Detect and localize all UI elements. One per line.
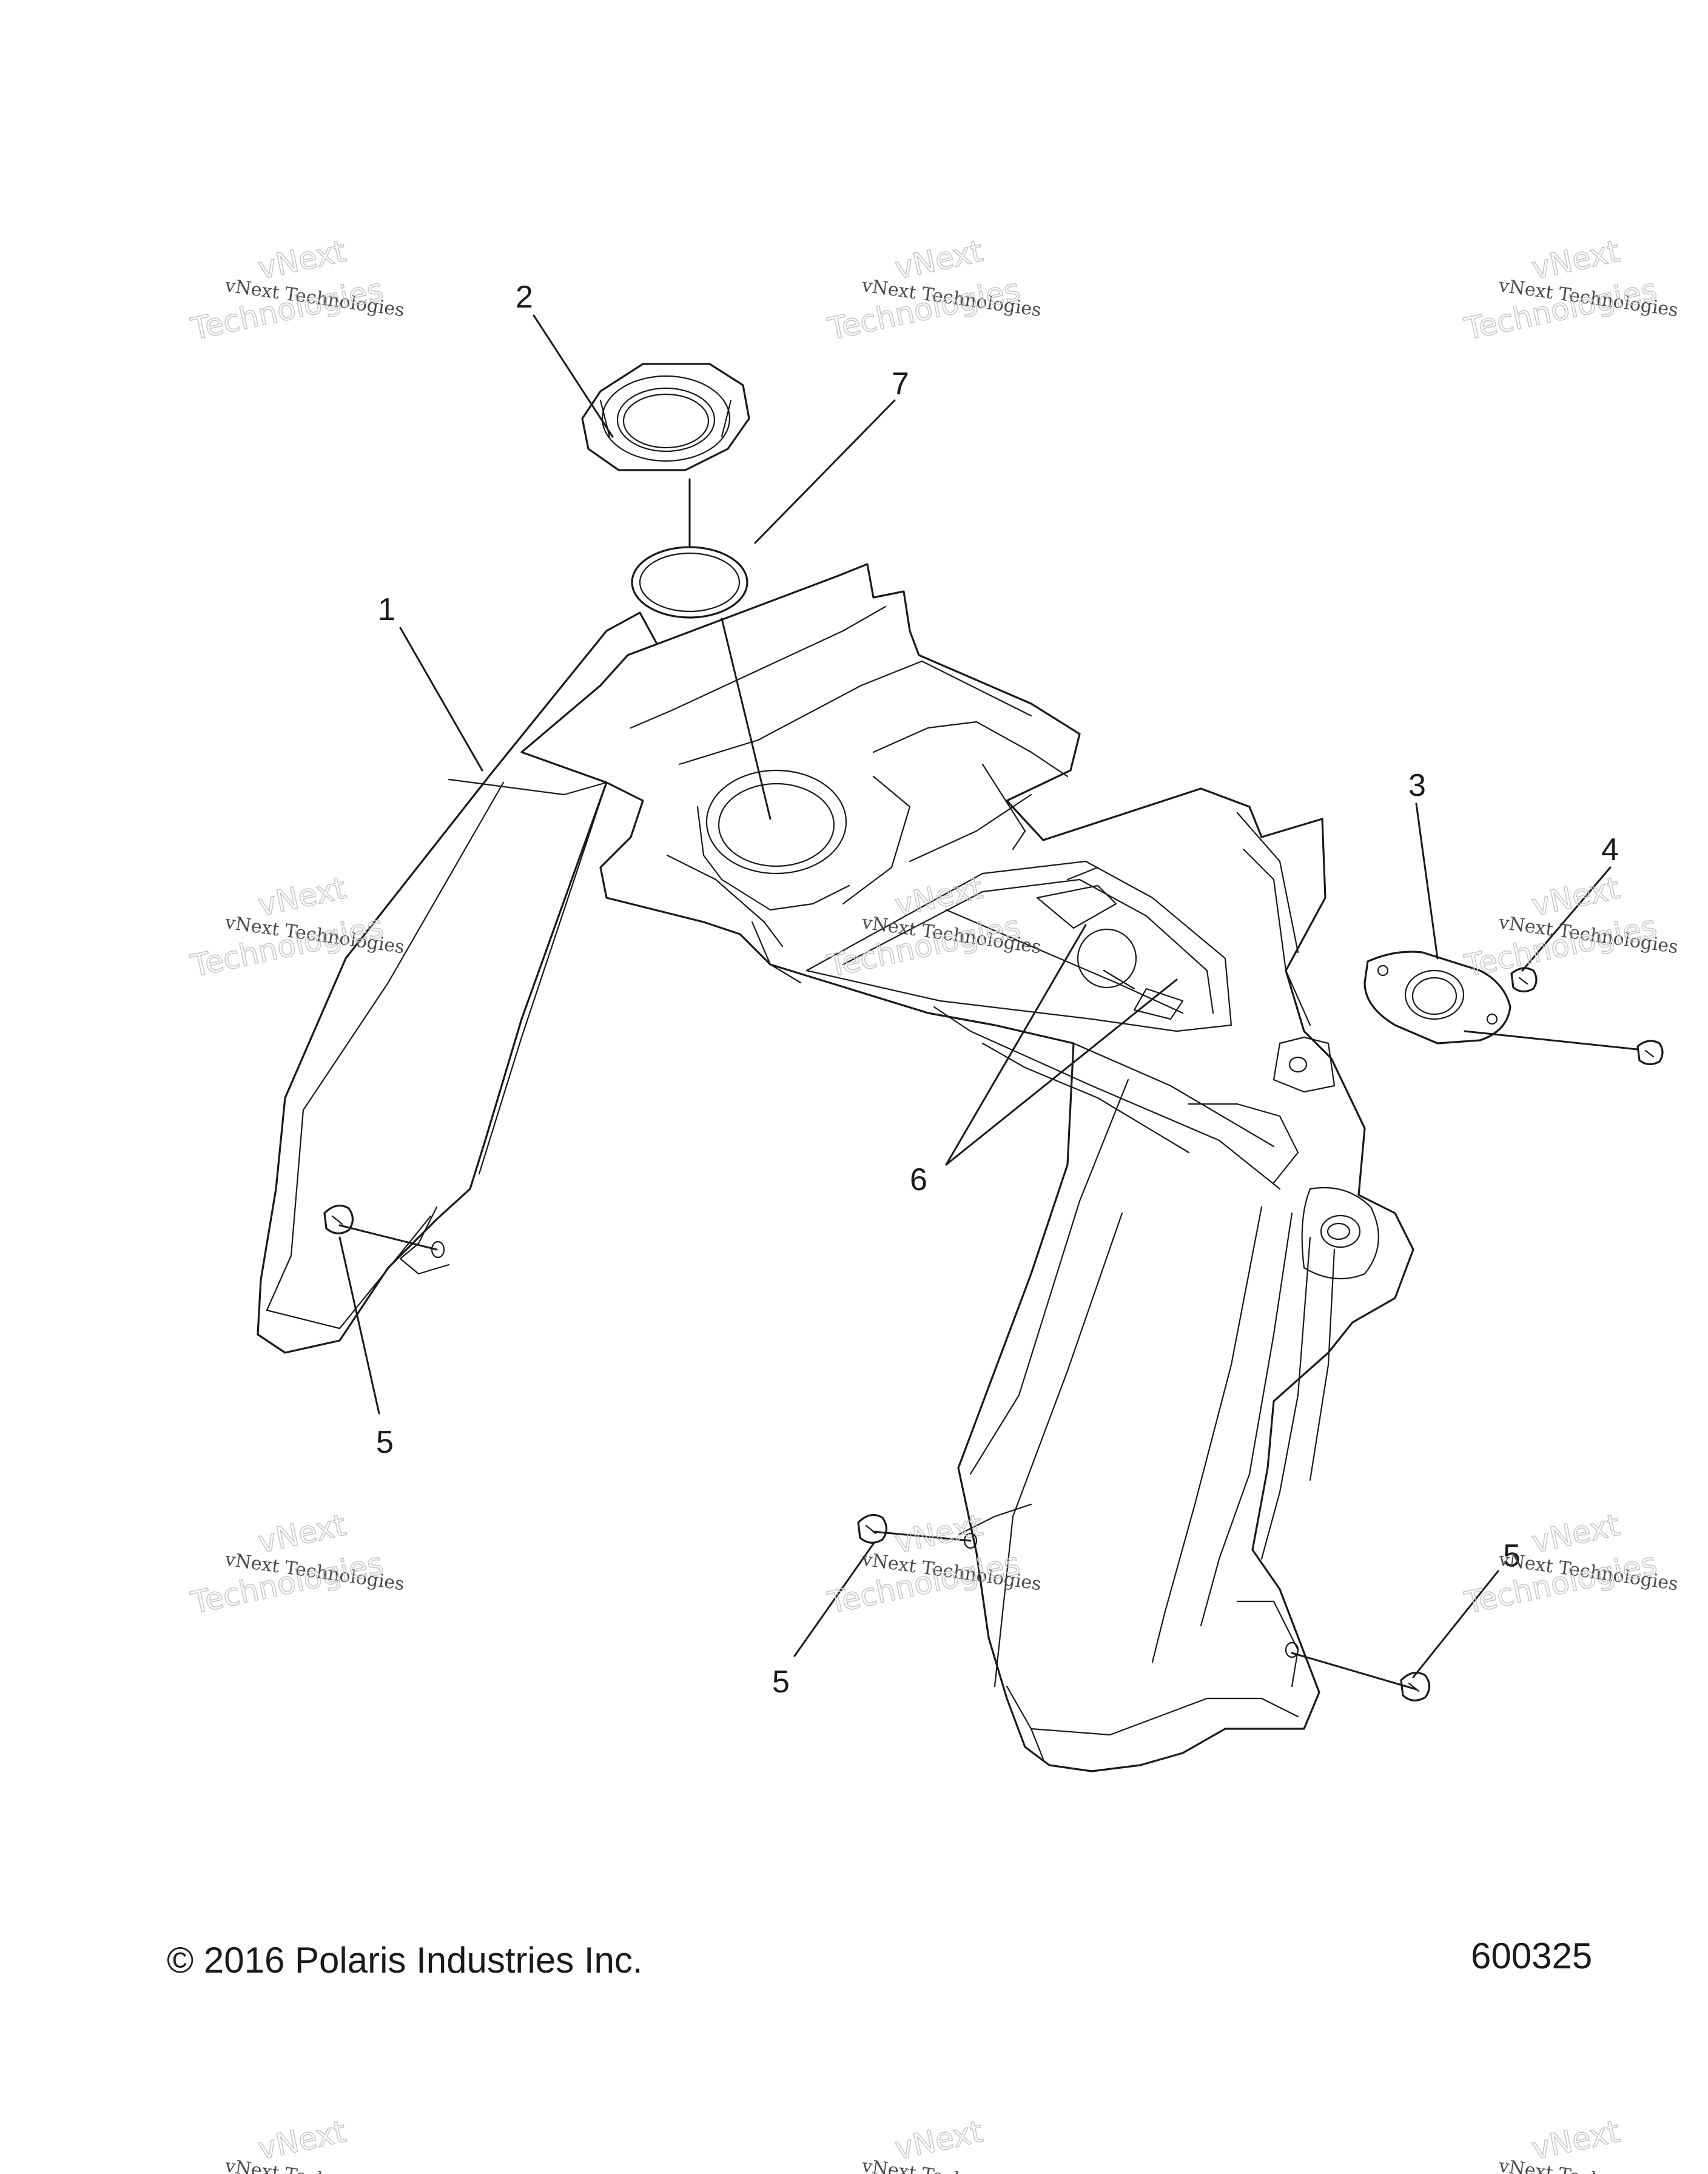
central-tank-panel (520, 563, 1414, 1772)
part-5-rivet-c (1400, 1671, 1431, 1701)
callout-5-left: 5 (376, 1425, 394, 1460)
svg-text:vNext: vNext (892, 1507, 986, 1560)
callout-3: 3 (1408, 768, 1426, 803)
svg-text:vNext Technologies: vNext Technologies (1497, 2155, 1679, 2174)
watermark-1: vNext vNext Technologies Technologies (187, 233, 406, 348)
watermark-10: vNext vNext Technologies (223, 2113, 406, 2174)
part-4-screw-a (1510, 967, 1538, 993)
part-3-grommet-plate (1363, 951, 1511, 1045)
svg-text:vNext Technologies: vNext Technologies (860, 2155, 1043, 2174)
svg-text:vNext: vNext (255, 2114, 349, 2167)
watermark-11: vNext vNext Technologies (860, 2113, 1043, 2174)
callout-labels: 1 2 3 4 5 5 5 6 7 (376, 280, 1619, 1700)
svg-text:vNext: vNext (892, 234, 986, 286)
diagram-number: 600325 (1471, 1936, 1592, 1976)
callout-5-bottom: 5 (772, 1664, 790, 1700)
watermark-9: vNext vNext Technologies Technologies (1461, 1507, 1679, 1621)
watermark-7: vNext vNext Technologies Technologies (187, 1507, 406, 1621)
callout-2: 2 (516, 280, 533, 315)
watermark-3: vNext vNext Technologies Technologies (1461, 233, 1679, 348)
svg-text:vNext: vNext (255, 234, 349, 286)
leader-lines (338, 314, 1639, 1691)
copyright-text: © 2016 Polaris Industries Inc. (167, 1940, 643, 1980)
svg-text:vNext Technologies: vNext Technologies (223, 2155, 406, 2174)
callout-7: 7 (892, 366, 909, 402)
part-1-left-fender (257, 611, 659, 1354)
part-5-rivet-b (857, 1513, 888, 1544)
svg-text:vNext: vNext (1528, 870, 1622, 923)
footer: © 2016 Polaris Industries Inc. 600325 (167, 1936, 1592, 1980)
callout-1: 1 (378, 592, 395, 627)
callout-5-right: 5 (1503, 1538, 1521, 1573)
part-4-screw-b (1636, 1040, 1664, 1066)
svg-text:vNext: vNext (1528, 2114, 1622, 2167)
svg-text:vNext: vNext (255, 870, 349, 923)
callout-6: 6 (910, 1162, 927, 1197)
svg-text:vNext: vNext (255, 1507, 349, 1560)
part-5-rivet-a (323, 1204, 354, 1234)
svg-text:vNext: vNext (892, 2114, 986, 2167)
part-7-o-ring (631, 546, 748, 619)
svg-text:vNext: vNext (1528, 234, 1622, 286)
watermark-12: vNext vNext Technologies (1497, 2113, 1679, 2174)
part-2-ring-nut (581, 363, 750, 471)
callout-4: 4 (1601, 832, 1619, 867)
svg-text:vNext: vNext (1528, 1507, 1622, 1560)
watermark-6: vNext vNext Technologies Technologies (1461, 870, 1679, 984)
watermark-2: vNext vNext Technologies Technologies (824, 233, 1043, 348)
